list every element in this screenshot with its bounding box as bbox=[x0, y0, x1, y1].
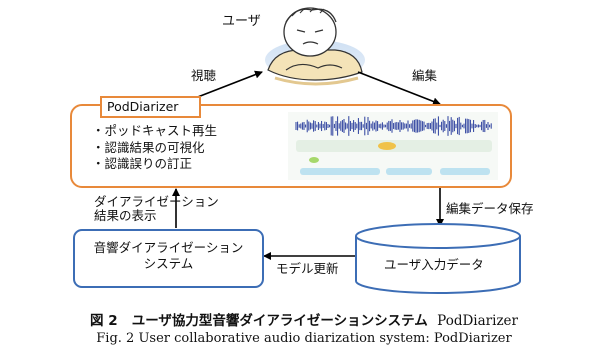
caption-en: Fig. 2 User collaborative audio diarizat… bbox=[96, 331, 512, 346]
user-data-store bbox=[355, 223, 521, 294]
edge-label-listen: 視聴 bbox=[191, 68, 217, 83]
edge-label-line: 結果の表示 bbox=[94, 208, 157, 223]
diarization-system-line: 音響ダイアライゼーション bbox=[93, 240, 244, 255]
caption-ja-figure-number: 図 2 bbox=[90, 313, 118, 329]
edge-label-edit: 編集 bbox=[412, 68, 438, 83]
feature-item: ・ポッドキャスト再生 bbox=[92, 123, 218, 138]
arrow-listen bbox=[189, 70, 263, 101]
poddiarizer-title: PodDiarizer bbox=[100, 96, 201, 118]
diarization-system-label: 音響ダイアライゼーション システム bbox=[75, 240, 262, 272]
caption-ja-text: ユーザ協力型音響ダイアライゼーションシステム bbox=[131, 313, 428, 329]
feature-item: ・認識誤りの訂正 bbox=[92, 156, 193, 171]
user-illustration bbox=[265, 7, 365, 86]
diarization-system-box bbox=[73, 229, 264, 288]
feature-item: ・認識結果の可視化 bbox=[92, 139, 205, 155]
user-data-label: ユーザ入力データ bbox=[384, 257, 484, 272]
feature-list: ・ポッドキャスト再生 ・認識結果の可視化 ・認識誤りの訂正 bbox=[92, 123, 217, 173]
user-label: ユーザ bbox=[222, 14, 261, 29]
diarization-system-line: システム bbox=[143, 256, 194, 271]
caption-ja: 図 2 ユーザ協力型音響ダイアライゼーションシステム PodDiarizer bbox=[0, 309, 608, 329]
edge-label-save: 編集データ保存 bbox=[446, 201, 534, 216]
edge-label-update: モデル更新 bbox=[276, 261, 339, 276]
caption-ja-name: PodDiarizer bbox=[437, 313, 518, 329]
arrow-edit bbox=[357, 71, 441, 106]
edge-label-line: ダイアライゼーション bbox=[94, 194, 219, 209]
edge-label-display: ダイアライゼーション 結果の表示 bbox=[94, 195, 219, 223]
